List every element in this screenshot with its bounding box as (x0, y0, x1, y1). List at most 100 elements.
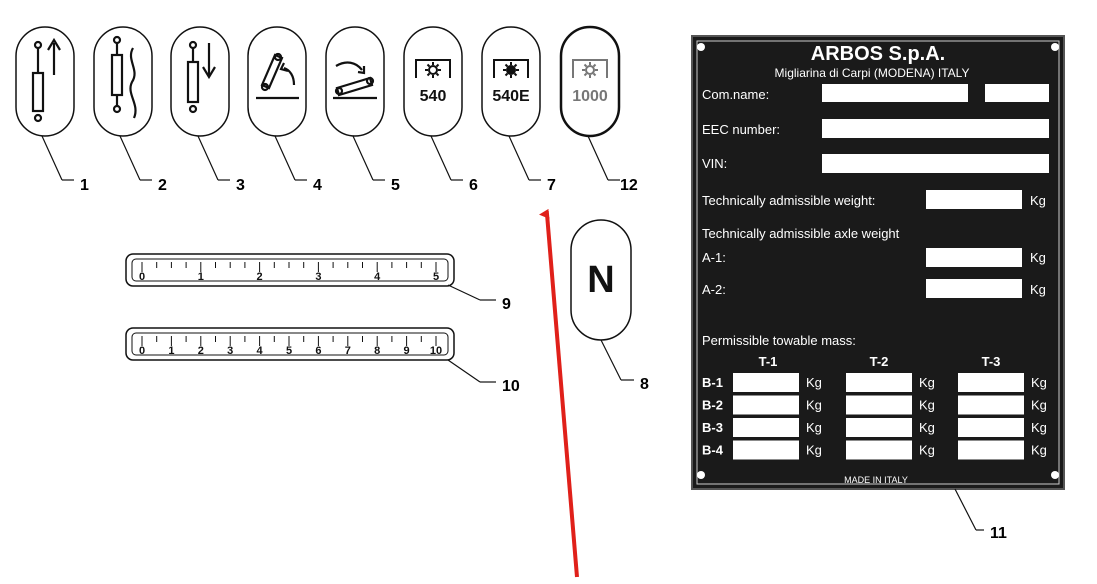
callout-11: 11 (990, 525, 1007, 542)
pto-540e-icon: 540E (492, 59, 530, 105)
scale-tick-label: 5 (433, 271, 439, 283)
pto-540e-text: 540E (492, 88, 530, 105)
callout-8: 8 (640, 376, 649, 393)
towable-mass-label: Permissible towable mass: (702, 333, 856, 348)
towable-field (733, 395, 799, 415)
decal-4: 4 (247, 26, 322, 194)
column-t3: T-3 (982, 354, 1001, 369)
column-t1: T-1 (759, 354, 778, 369)
id-plate: ARBOS S.p.A. Migliarina di Carpi (MODENA… (691, 35, 1065, 490)
scale-tick-label: 2 (198, 345, 204, 357)
scale-tick-label: 9 (404, 345, 410, 357)
a1-label: A-1: (702, 250, 726, 265)
towable-unit: Kg (1031, 443, 1047, 458)
callout-5: 5 (391, 177, 400, 194)
screw-icon (697, 43, 1059, 479)
callout-7: 7 (547, 177, 556, 194)
scale-tick-label: 8 (374, 345, 380, 357)
decal-12: 1000 12 (559, 25, 638, 194)
towable-unit: Kg (919, 420, 935, 435)
decal-2: 2 (93, 26, 167, 194)
towable-field (846, 395, 912, 415)
plate-brand: ARBOS S.p.A. (811, 43, 945, 65)
decal-6: 540 6 (403, 26, 478, 194)
towable-field (958, 418, 1024, 437)
towable-field (846, 373, 912, 392)
vin-field (822, 154, 1049, 173)
a2-label: A-2: (702, 282, 726, 297)
scale-tick-label: 7 (345, 345, 351, 357)
a1-unit: Kg (1030, 250, 1046, 265)
scale-9-ticks: 0 1 2 3 4 5 (139, 262, 439, 283)
scale-tick-label: 0 (139, 345, 145, 357)
plate-footer: MADE IN ITALY (844, 475, 908, 485)
cylinder-up-icon (31, 37, 61, 123)
towable-unit: Kg (806, 420, 822, 435)
scale-tick-label: 1 (168, 345, 174, 357)
a1-field (926, 248, 1022, 267)
towable-field (733, 440, 799, 460)
towable-field (846, 440, 912, 460)
tech-weight-field (926, 190, 1022, 209)
scale-tick-label: 2 (257, 271, 263, 283)
com-name-field-2 (985, 84, 1049, 102)
com-name-label: Com.name: (702, 87, 769, 102)
scale-tick-label: 4 (374, 271, 381, 283)
a2-unit: Kg (1030, 282, 1046, 297)
towable-unit: Kg (919, 398, 935, 413)
towable-unit: Kg (1031, 398, 1047, 413)
decal-1: 1 (15, 26, 89, 194)
axle-weight-label: Technically admissible axle weight (702, 226, 900, 241)
towable-field (958, 395, 1024, 415)
towable-unit: Kg (919, 375, 935, 390)
scale-tick-label: 3 (227, 345, 233, 357)
scale-tick-label: 10 (430, 345, 442, 357)
callout-2: 2 (158, 177, 167, 194)
towable-unit: Kg (806, 443, 822, 458)
plate-address: Migliarina di Carpi (MODENA) ITALY (775, 66, 970, 80)
cylinder-float-icon (110, 35, 137, 119)
tech-weight-label: Technically admissible weight: (702, 193, 875, 208)
callout-10: 10 (502, 378, 520, 395)
vin-label: VIN: (702, 156, 727, 171)
towable-field (733, 418, 799, 437)
towable-unit: Kg (1031, 375, 1047, 390)
pto-540-text: 540 (420, 88, 447, 105)
scale-tick-label: 6 (315, 345, 321, 357)
scale-tick-label: 1 (198, 271, 204, 283)
neutral-letter: N (587, 259, 614, 301)
a2-field (926, 279, 1022, 298)
pto-1000-icon: 1000 (572, 59, 608, 105)
eec-number-label: EEC number: (702, 122, 780, 137)
scale-tick-label: 3 (315, 271, 321, 283)
towable-unit: Kg (919, 443, 935, 458)
pto-540-icon: 540 (415, 59, 451, 105)
cylinder-down-icon (186, 40, 216, 114)
decal-5: 5 (325, 26, 400, 194)
callout-3: 3 (236, 177, 245, 194)
decal-3: 3 (170, 26, 245, 194)
pointer-arrow (539, 208, 579, 578)
scale-tick-label: 0 (139, 271, 145, 283)
row-label-b-4: B-4 (702, 443, 724, 458)
towable-field (958, 373, 1024, 392)
callout-9: 9 (502, 296, 511, 313)
towable-unit: Kg (806, 375, 822, 390)
lift-arm-lower-icon (333, 61, 377, 100)
column-t2: T-2 (870, 354, 889, 369)
scale-tick-label: 5 (286, 345, 292, 357)
towable-field (846, 418, 912, 437)
row-label-b-3: B-3 (702, 420, 723, 435)
decal-7: 540E 7 (481, 26, 556, 194)
row-label-b-1: B-1 (702, 375, 723, 390)
towable-field (958, 440, 1024, 460)
towable-unit: Kg (1031, 420, 1047, 435)
tech-weight-unit: Kg (1030, 193, 1046, 208)
towable-unit: Kg (806, 398, 822, 413)
towable-field (733, 373, 799, 392)
callout-4: 4 (313, 177, 322, 194)
